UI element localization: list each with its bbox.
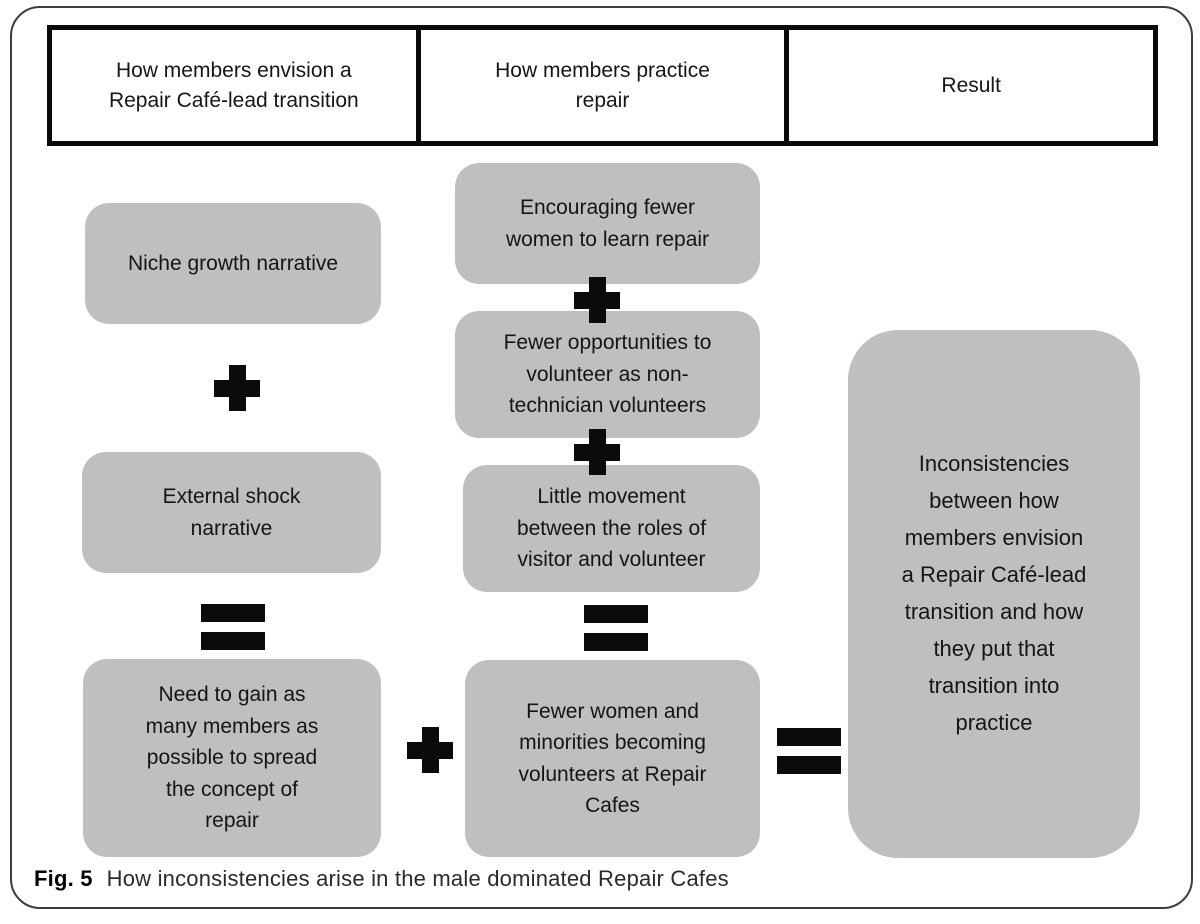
header-row: How members envision a Repair Café-lead … [47, 25, 1158, 146]
plus-icon [407, 727, 453, 773]
plus-icon [574, 429, 620, 475]
equals-icon [777, 728, 841, 774]
box-niche-growth: Niche growth narrative [85, 203, 381, 324]
header-cell-practice: How members practice repair [415, 30, 785, 141]
figure-border [10, 6, 1193, 909]
caption-text: How inconsistencies arise in the male do… [106, 866, 729, 891]
box-fewer-women-minorities: Fewer women and minorities becoming volu… [465, 660, 760, 857]
equals-icon [584, 605, 648, 651]
header-cell-result: Result [784, 30, 1153, 141]
box-result-inconsistencies: Inconsistencies between how members envi… [848, 330, 1140, 858]
figure-caption: Fig. 5 How inconsistencies arise in the m… [34, 866, 729, 892]
box-external-shock: External shock narrative [82, 452, 381, 573]
box-need-members: Need to gain as many members as possible… [83, 659, 381, 857]
box-little-movement: Little movement between the roles of vis… [463, 465, 760, 592]
equals-icon [201, 604, 265, 650]
box-fewer-opportunities: Fewer opportunities to volunteer as non-… [455, 311, 760, 438]
plus-icon [574, 277, 620, 323]
header-cell-envision: How members envision a Repair Café-lead … [108, 59, 359, 112]
caption-label: Fig. 5 [34, 866, 93, 891]
box-encourage-fewer-women: Encouraging fewer women to learn repair [455, 163, 760, 284]
plus-icon [214, 365, 260, 411]
